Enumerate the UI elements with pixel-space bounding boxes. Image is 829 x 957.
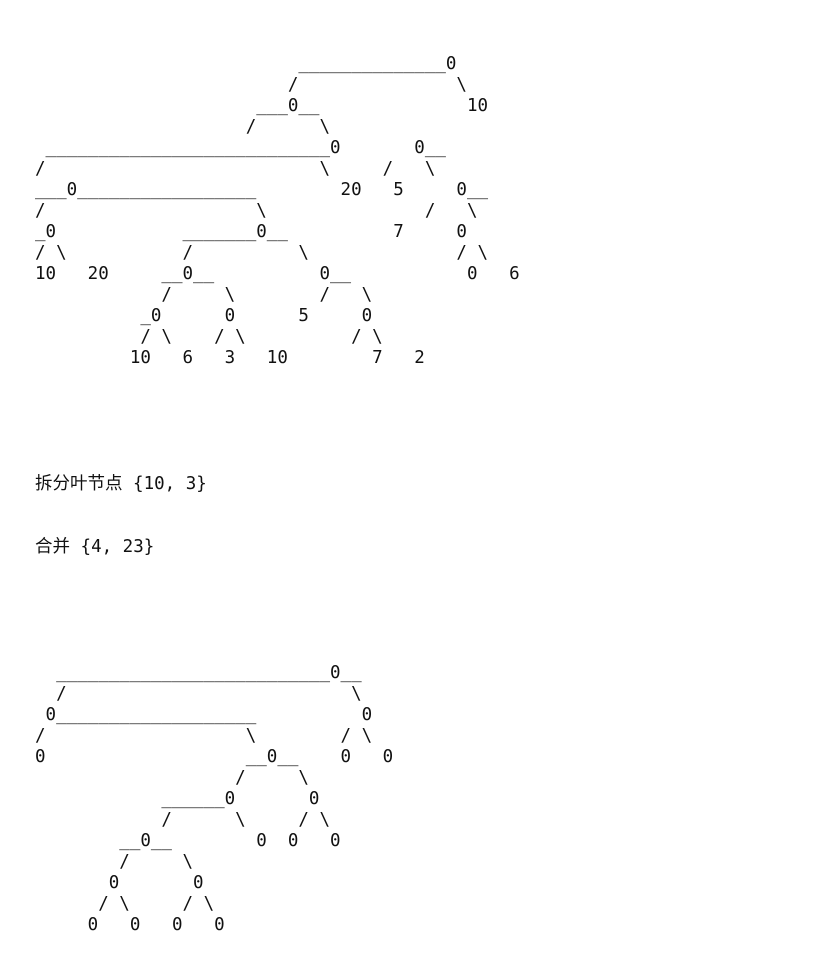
console-output: ______________0 / \ ___0__ 10 / \ ______… [35, 12, 520, 957]
split-note: 拆分叶节点 {10, 3} [35, 474, 207, 494]
tree-before-split: ______________0 / \ ___0__ 10 / \ ______… [35, 54, 520, 368]
tree-after-merge: __________________________0__ / \ 0_____… [35, 663, 394, 935]
blank-line [35, 411, 520, 432]
merge-note: 合并 {4, 23} [35, 537, 155, 557]
blank-line [35, 600, 520, 621]
